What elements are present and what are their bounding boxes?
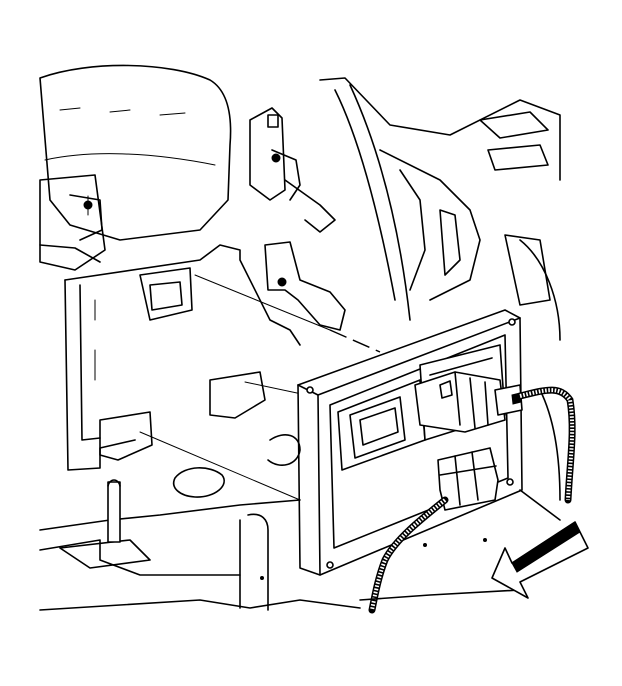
left-bracket [39, 174, 106, 271]
front-arrow-icon [491, 521, 589, 599]
harness-connector-upper [414, 371, 523, 433]
lower-structure [39, 434, 561, 611]
upper-housing [39, 64, 232, 241]
harness-connector-lower [437, 447, 499, 511]
right-panel [319, 77, 561, 501]
center-bracket [249, 107, 336, 233]
wiring-harness [368, 386, 576, 614]
mounting-plate [64, 244, 301, 471]
center-strap [264, 241, 346, 331]
